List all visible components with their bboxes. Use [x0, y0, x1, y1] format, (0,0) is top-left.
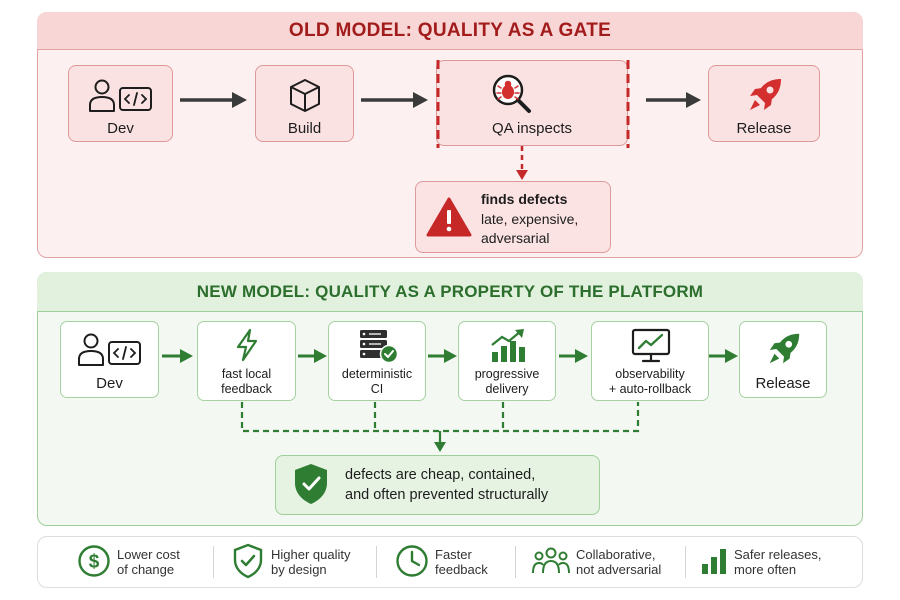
new-step-dev: Dev	[60, 321, 159, 398]
new-step-label: observability + auto-rollback	[592, 367, 708, 397]
new-step-label: Release	[755, 375, 811, 392]
new-step-fast-feedback: fast local feedback	[197, 321, 296, 401]
benefit-line: of change	[117, 562, 175, 577]
clock-icon	[396, 545, 428, 577]
rocket-icon	[769, 333, 800, 364]
flow-arrow	[559, 349, 588, 363]
new-step-label: progressive delivery	[459, 367, 555, 397]
qa-gate-lines	[436, 60, 630, 148]
new-step-line: progressive	[474, 367, 540, 381]
flow-arrow	[298, 349, 327, 363]
benefit-item: Higher quality by design	[271, 547, 351, 577]
people-group-icon	[532, 547, 570, 574]
flow-arrow	[180, 92, 247, 108]
flow-arrow	[162, 349, 193, 363]
benefit-item: Collaborative, not adversarial	[576, 547, 661, 577]
defects-line: adversarial	[481, 230, 550, 246]
old-step-dev: Dev	[68, 65, 173, 142]
flow-arrow	[361, 92, 428, 108]
new-step-line: delivery	[485, 382, 529, 396]
bar-chart-up-icon	[491, 329, 525, 362]
divider	[213, 546, 214, 578]
outcome-line: defects are cheap, contained,	[345, 467, 536, 483]
svg-text:$: $	[89, 552, 100, 573]
new-step-line: CI	[370, 382, 384, 396]
flow-arrow	[646, 92, 701, 108]
new-step-label: fast local feedback	[198, 367, 295, 397]
new-step-line: deterministic	[341, 367, 413, 381]
old-model-title: OLD MODEL: QUALITY AS A GATE	[288, 20, 612, 41]
benefit-line: by design	[271, 562, 327, 577]
benefit-line: Higher quality	[271, 547, 351, 562]
divider	[685, 546, 686, 578]
old-step-label: Build	[287, 120, 322, 137]
rocket-icon	[750, 79, 781, 110]
developer-code-icon	[89, 79, 152, 112]
old-step-release: Release	[708, 65, 820, 142]
shield-check-icon	[295, 464, 327, 504]
divider	[515, 546, 516, 578]
defects-arrow	[516, 146, 528, 180]
defects-title: finds defects	[481, 191, 568, 207]
warning-triangle-icon	[426, 197, 472, 237]
benefit-item: Safer releases, more often	[734, 547, 821, 577]
old-step-build: Build	[255, 65, 354, 142]
flow-arrow	[428, 349, 457, 363]
benefit-line: Collaborative,	[576, 547, 656, 562]
new-step-line: observability	[615, 367, 685, 381]
collector-dashed-lines	[240, 402, 640, 452]
old-model-header	[37, 12, 863, 50]
new-step-line: + auto-rollback	[608, 382, 692, 396]
monitor-chart-icon	[631, 328, 671, 363]
cube-icon	[290, 79, 320, 112]
benefit-item: Faster feedback	[435, 547, 488, 577]
benefit-line: Faster	[435, 547, 472, 562]
new-step-release: Release	[739, 321, 827, 398]
benefit-item: Lower cost of change	[117, 547, 180, 577]
old-step-label: Release	[736, 120, 792, 137]
benefit-line: more often	[734, 562, 797, 577]
old-step-label: QA inspects	[491, 120, 573, 137]
shield-check-icon	[233, 543, 263, 579]
dollar-circle-icon: $	[78, 545, 110, 577]
benefit-line: not adversarial	[576, 562, 662, 577]
bar-chart-icon	[702, 549, 726, 574]
developer-code-icon	[78, 333, 141, 366]
old-step-label: Dev	[107, 120, 134, 137]
server-check-icon	[360, 330, 399, 364]
benefit-line: Lower cost	[117, 547, 180, 562]
bug-magnifier-icon	[492, 74, 531, 113]
lightning-icon	[236, 328, 258, 362]
new-step-label: Dev	[96, 375, 123, 392]
new-step-progressive-delivery: progressive delivery	[458, 321, 556, 401]
new-step-deterministic-ci: deterministic CI	[328, 321, 426, 401]
new-model-header	[37, 272, 863, 312]
benefit-line: feedback	[435, 562, 488, 577]
outcome-callout	[275, 455, 600, 515]
new-step-line: feedback	[221, 382, 272, 396]
new-step-observability: observability + auto-rollback	[591, 321, 709, 401]
outcome-text: defects are cheap, contained, and often …	[345, 465, 548, 505]
divider	[376, 546, 377, 578]
benefit-line: Safer releases,	[734, 547, 822, 562]
new-step-label: deterministic CI	[329, 367, 425, 397]
outcome-line: and often prevented structurally	[345, 487, 549, 503]
new-step-line: fast local	[221, 367, 272, 381]
flow-arrow	[709, 349, 738, 363]
defects-line: late, expensive,	[481, 211, 579, 227]
old-step-qa: QA inspects	[436, 60, 628, 146]
defects-description: late, expensive, adversarial	[481, 210, 578, 248]
new-model-title: NEW MODEL: QUALITY AS A PROPERTY OF THE …	[196, 282, 704, 301]
